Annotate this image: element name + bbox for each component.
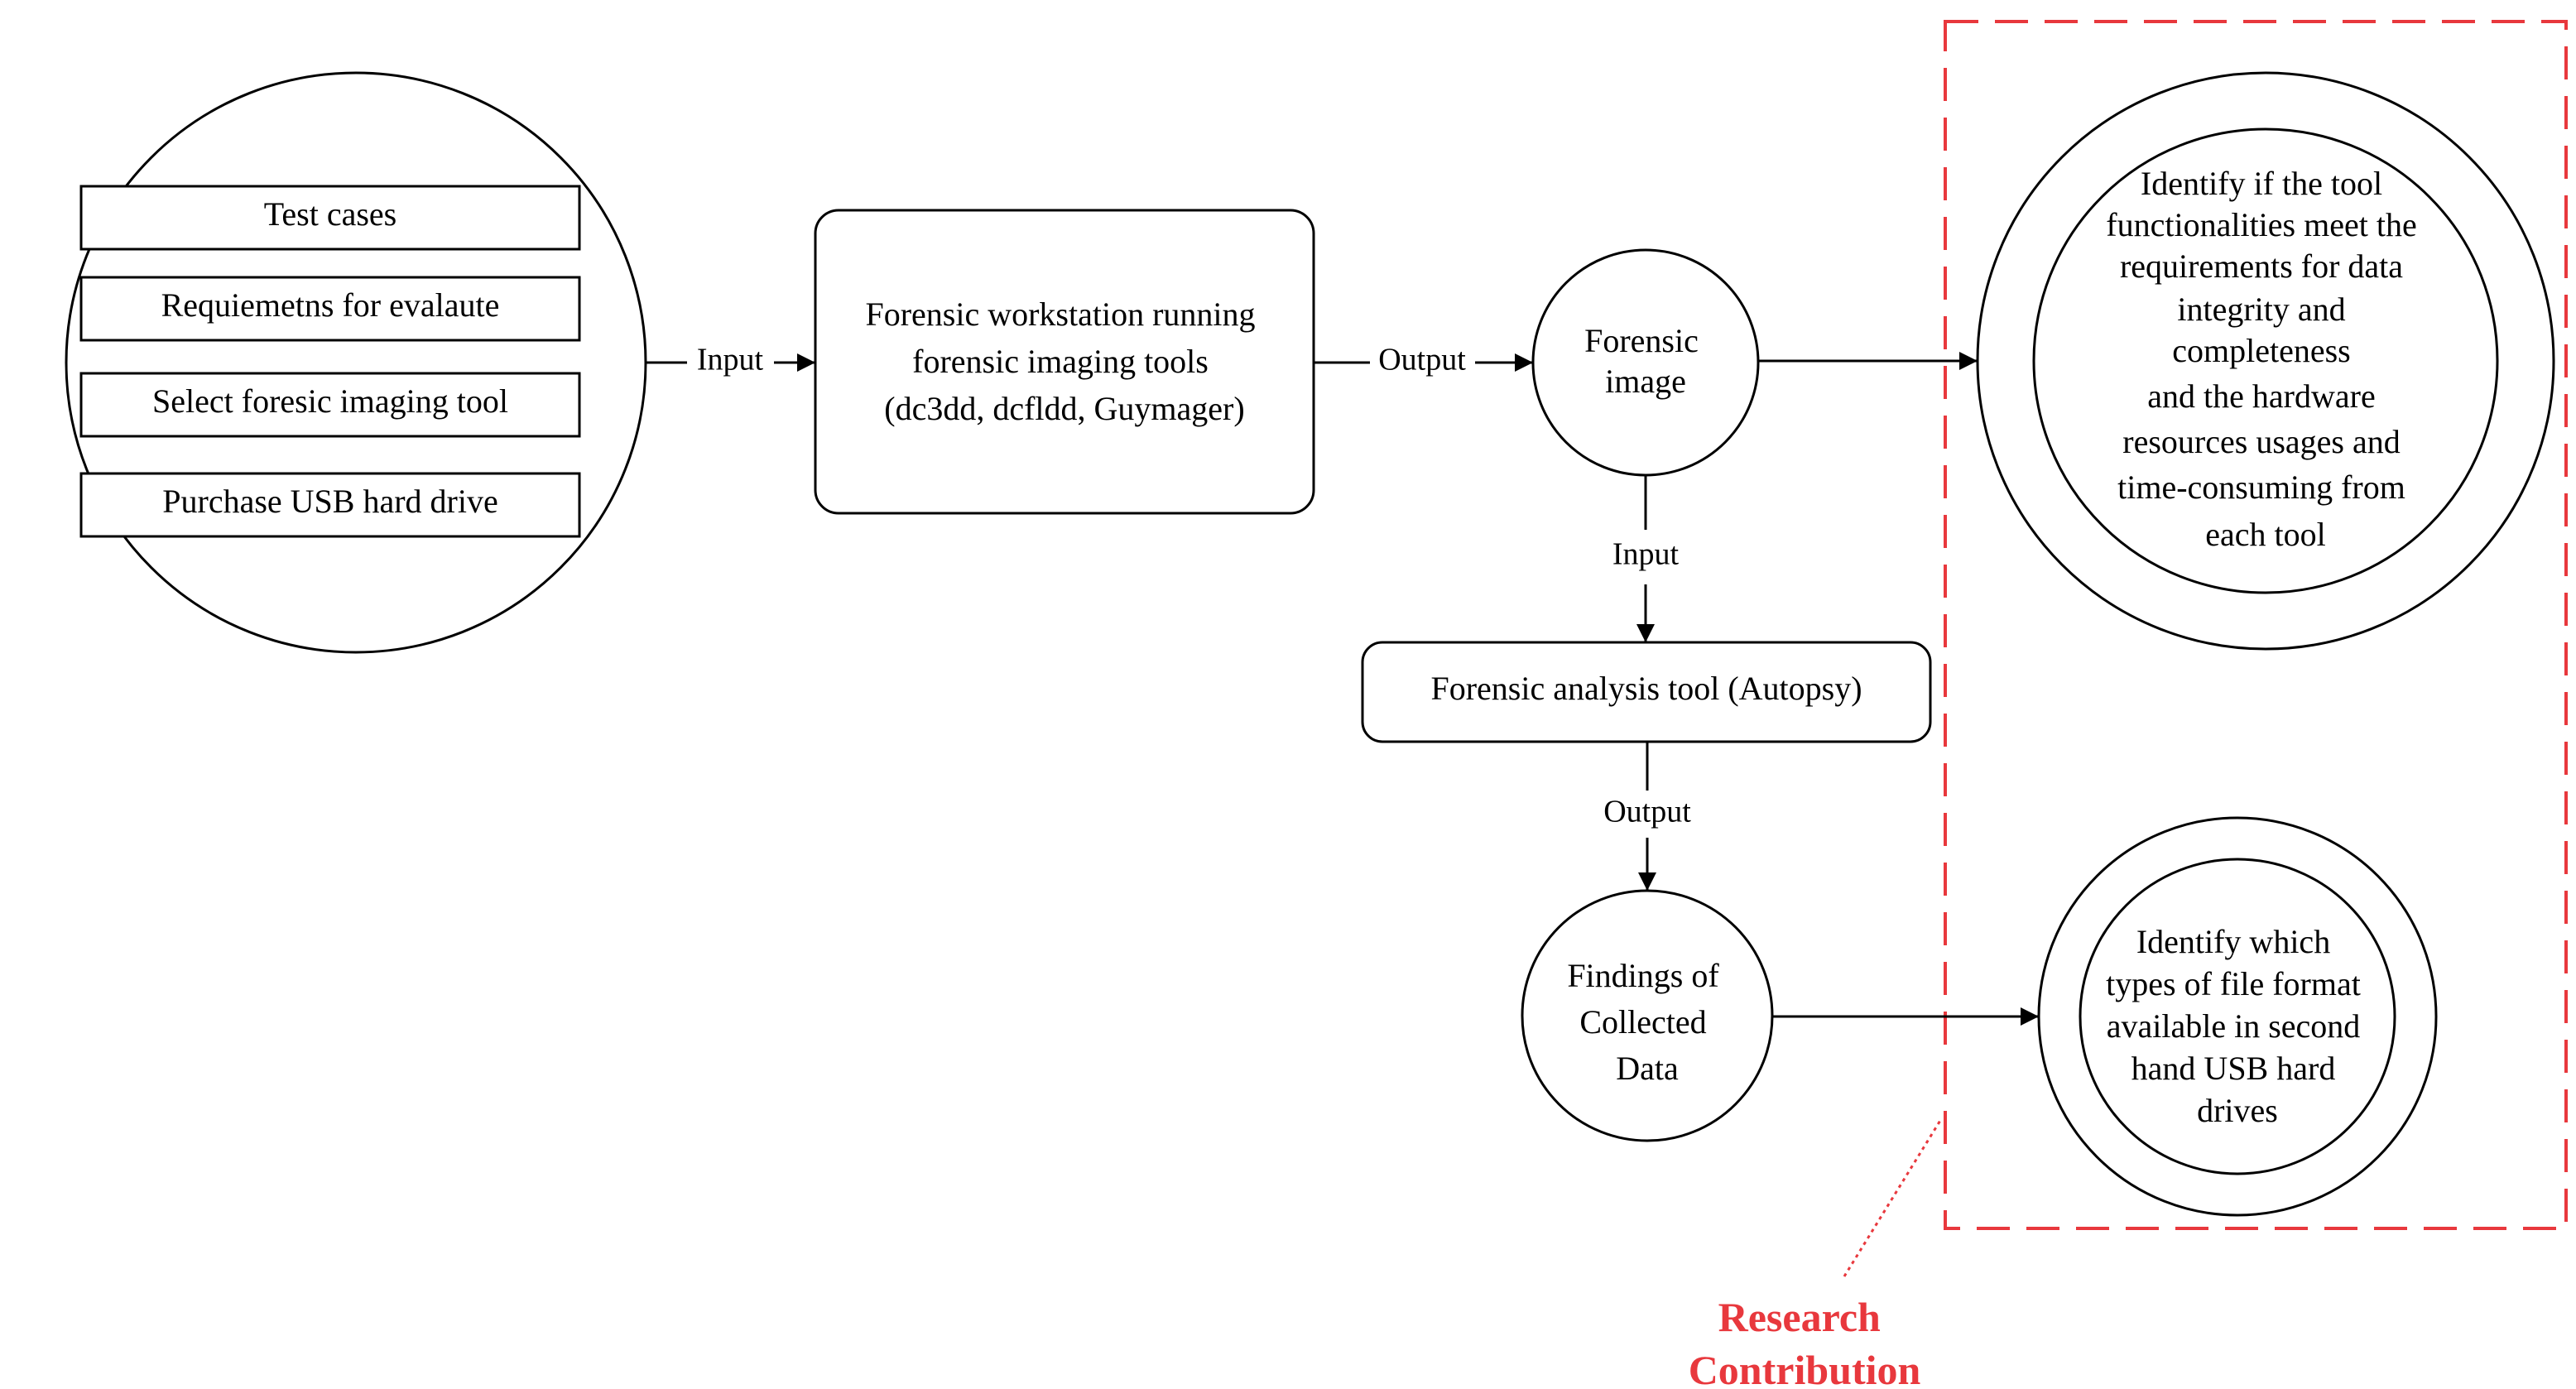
outcome-tools-label: Identify if the tool functionalities mee… — [2106, 165, 2425, 553]
inputs-group: Test cases Requiemetns for evalaute Sele… — [65, 71, 647, 654]
edge-inputs-to-workstation: Input — [646, 343, 815, 377]
forensic-image-label: Forensic image — [1584, 322, 1707, 400]
input-item-label: Test cases — [264, 195, 396, 233]
input-item-label: Requiemetns for evalaute — [161, 286, 500, 324]
outcome-formats-node: Identify which types of file format avai… — [2037, 816, 2438, 1217]
research-contribution-region — [1944, 20, 2568, 1230]
analysis-tool-label: Forensic analysis tool (Autopsy) — [1430, 670, 1862, 707]
input-item-label: Purchase USB hard drive — [162, 483, 497, 520]
research-contribution-label: Research Contribution — [1689, 1294, 1921, 1389]
analysis-tool-node: Forensic analysis tool (Autopsy) — [1361, 641, 1932, 743]
input-item: Select foresic imaging tool — [79, 372, 581, 438]
input-item: Requiemetns for evalaute — [79, 276, 581, 342]
edge-label-input: Input — [697, 343, 764, 377]
edge-image-to-analysis: Input — [1612, 475, 1680, 642]
outcome-formats-label: Identify which types of file format avai… — [2106, 923, 2369, 1129]
input-item: Test cases — [79, 185, 581, 251]
workstation-label: Forensic workstation running forensic im… — [865, 296, 1263, 427]
forensic-image-node: Forensic image — [1531, 248, 1760, 477]
research-contribution-pointer — [1843, 1118, 1943, 1277]
workstation-node: Forensic workstation running forensic im… — [814, 209, 1315, 515]
edge-label-output: Output — [1378, 343, 1466, 377]
edge-analysis-to-findings: Output — [1603, 742, 1691, 891]
findings-node: Findings of Collected Data — [1521, 889, 1774, 1142]
input-item: Purchase USB hard drive — [79, 472, 581, 538]
edge-workstation-to-image: Output — [1314, 343, 1533, 377]
inputs-group-circle — [65, 71, 647, 654]
findings-label: Findings of Collected Data — [1567, 957, 1727, 1087]
input-item-label: Select foresic imaging tool — [152, 382, 508, 420]
outcome-tools-node: Identify if the tool functionalities mee… — [1976, 71, 2555, 651]
edge-label-output: Output — [1603, 795, 1691, 829]
edge-label-input: Input — [1612, 537, 1680, 572]
